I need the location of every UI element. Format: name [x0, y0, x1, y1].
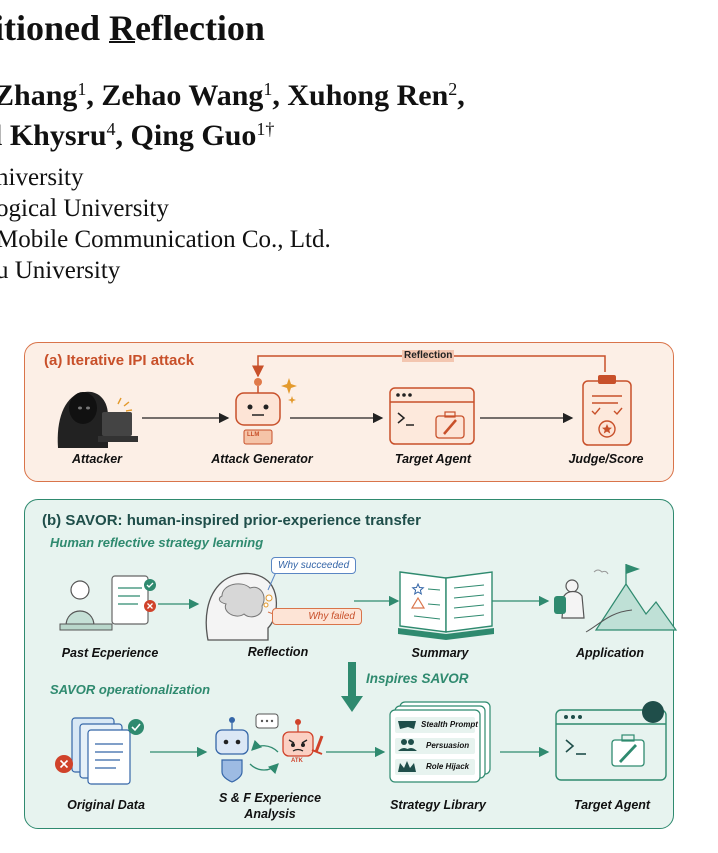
- panel-a-arrows: [142, 355, 606, 424]
- application-hiker-icon: [554, 564, 678, 633]
- affiliation-1: niversity: [0, 164, 84, 191]
- label-target-agent-a: Target Agent: [394, 452, 472, 466]
- strategy-library-cards: [389, 701, 491, 783]
- savor-operationalization-subtitle: SAVOR operationalization: [50, 682, 211, 697]
- label-target-agent-b: Target Agent: [573, 798, 651, 812]
- past-experience-icon: [59, 575, 156, 631]
- strategy-item: Stealth Prompt: [421, 720, 478, 729]
- attacker-icon: [57, 391, 138, 448]
- experience-analysis-robots-icon: [215, 713, 324, 783]
- label-past-experience: Past Ecperience: [61, 646, 159, 660]
- label-judge-score: Judge/Score: [568, 452, 644, 466]
- judge-clipboard-icon: [582, 375, 632, 446]
- label-strategy-library: Strategy Library: [390, 798, 486, 812]
- summary-book-icon: [398, 571, 494, 640]
- panel-iterative-attack: [24, 342, 674, 482]
- author-line-1: Zhang1, Zehao Wang1, Xuhong Ren2,: [0, 79, 465, 112]
- target-agent-icon-a: [389, 387, 475, 445]
- label-attacker: Attacker: [71, 452, 123, 466]
- robot-generator-icon: [235, 378, 297, 445]
- affiliation-2: ogical University: [0, 195, 169, 222]
- reflection-loop-label: Reflection: [402, 350, 455, 362]
- original-data-icon: [55, 717, 144, 785]
- strategy-item: Role Hijack: [426, 762, 470, 771]
- panel-a-title: (a) Iterative IPI attack: [44, 352, 195, 369]
- label-attack-generator: Attack Generator: [211, 452, 313, 466]
- llm-badge: LLM: [247, 432, 260, 438]
- panel-b-arrows: [150, 595, 550, 758]
- panel-b-title: (b) SAVOR: human-inspired prior-experien…: [42, 512, 421, 529]
- human-learning-subtitle: Human reflective strategy learning: [50, 535, 264, 550]
- label-experience-analysis-line2: Analysis: [244, 807, 296, 821]
- inspires-savor-label: Inspires SAVOR: [366, 671, 469, 686]
- paper-title-fragment: itioned Reflection: [0, 8, 265, 48]
- why-succeeded-bubble: Why succeeded: [271, 557, 357, 574]
- affiliation-4: u University: [0, 257, 121, 284]
- atk-badge: ATK: [291, 758, 303, 764]
- affiliation-3: Mobile Communication Co., Ltd.: [0, 226, 331, 253]
- author-line-2: l Khysru4, Qing Guo1†: [0, 119, 275, 152]
- strategy-item: Persuasion: [426, 741, 470, 750]
- reflection-head-icon: [205, 571, 278, 641]
- label-original-data: Original Data: [67, 798, 145, 812]
- label-reflection: Reflection: [247, 645, 309, 659]
- why-failed-bubble: Why failed: [272, 608, 362, 625]
- label-summary: Summary: [411, 646, 469, 660]
- target-agent-icon-b: [555, 701, 667, 781]
- label-application: Application: [575, 646, 645, 660]
- label-experience-analysis-line1: S & F Experience: [218, 791, 322, 805]
